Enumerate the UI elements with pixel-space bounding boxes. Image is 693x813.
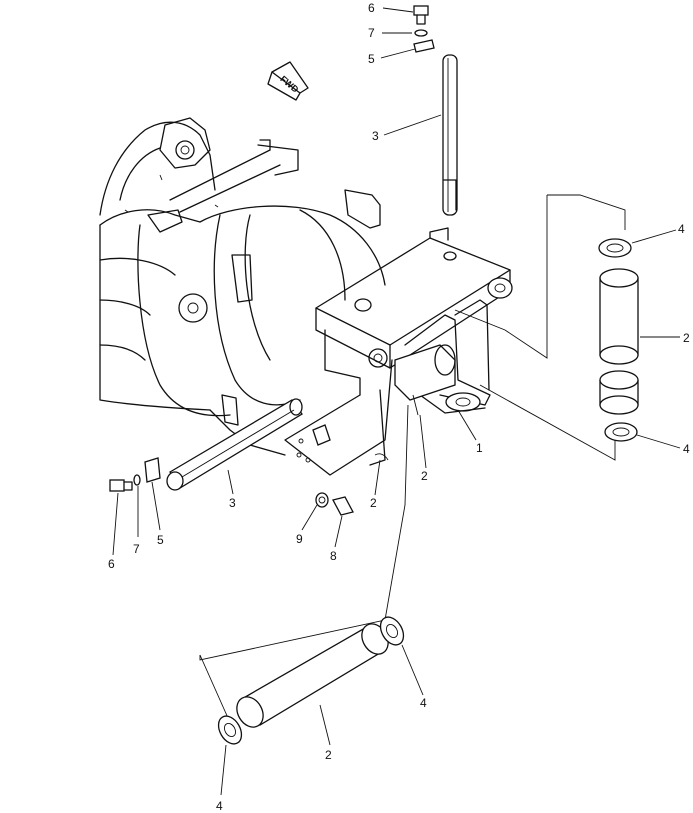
callout-2-plate: 2	[370, 496, 377, 510]
lower-bushing-group	[199, 404, 409, 745]
callout-3-vertical-shaft: 3	[372, 129, 379, 143]
callout-4-right-lower: 4	[683, 442, 690, 456]
fwd-arrow: FWD	[267, 61, 309, 101]
callout-2-lower: 2	[325, 748, 332, 762]
leader-lines	[112, 7, 681, 796]
transmission-housing	[99, 117, 386, 456]
callout-2-right-bushing: 2	[683, 331, 690, 345]
callout-1: 1	[476, 441, 483, 455]
top-bolt-group	[413, 5, 435, 53]
callout-8: 8	[330, 549, 337, 563]
fittings-9-8	[315, 492, 354, 516]
callout-5-left: 5	[157, 533, 164, 547]
horizontal-shaft	[109, 398, 303, 492]
callout-4-right-upper: 4	[678, 222, 685, 236]
callout-6-left: 6	[108, 557, 115, 571]
callout-6-top: 6	[368, 1, 375, 15]
callout-4-lower-left: 4	[216, 799, 223, 813]
callout-9: 9	[296, 532, 303, 546]
callout-7-left: 7	[133, 542, 140, 556]
callout-labels: 6 7 5 3 4 2 4 1 2 2 3 6 7 5 9 8 4 2 4	[108, 1, 690, 813]
callout-3-horizontal-shaft: 3	[229, 496, 236, 510]
callout-7-top: 7	[368, 26, 375, 40]
mounting-bracket	[284, 227, 513, 476]
callout-5-top: 5	[368, 52, 375, 66]
vertical-shaft	[442, 54, 458, 216]
callout-4-lower-right: 4	[420, 696, 427, 710]
callout-2-center: 2	[421, 469, 428, 483]
right-bushing-group	[454, 194, 639, 461]
